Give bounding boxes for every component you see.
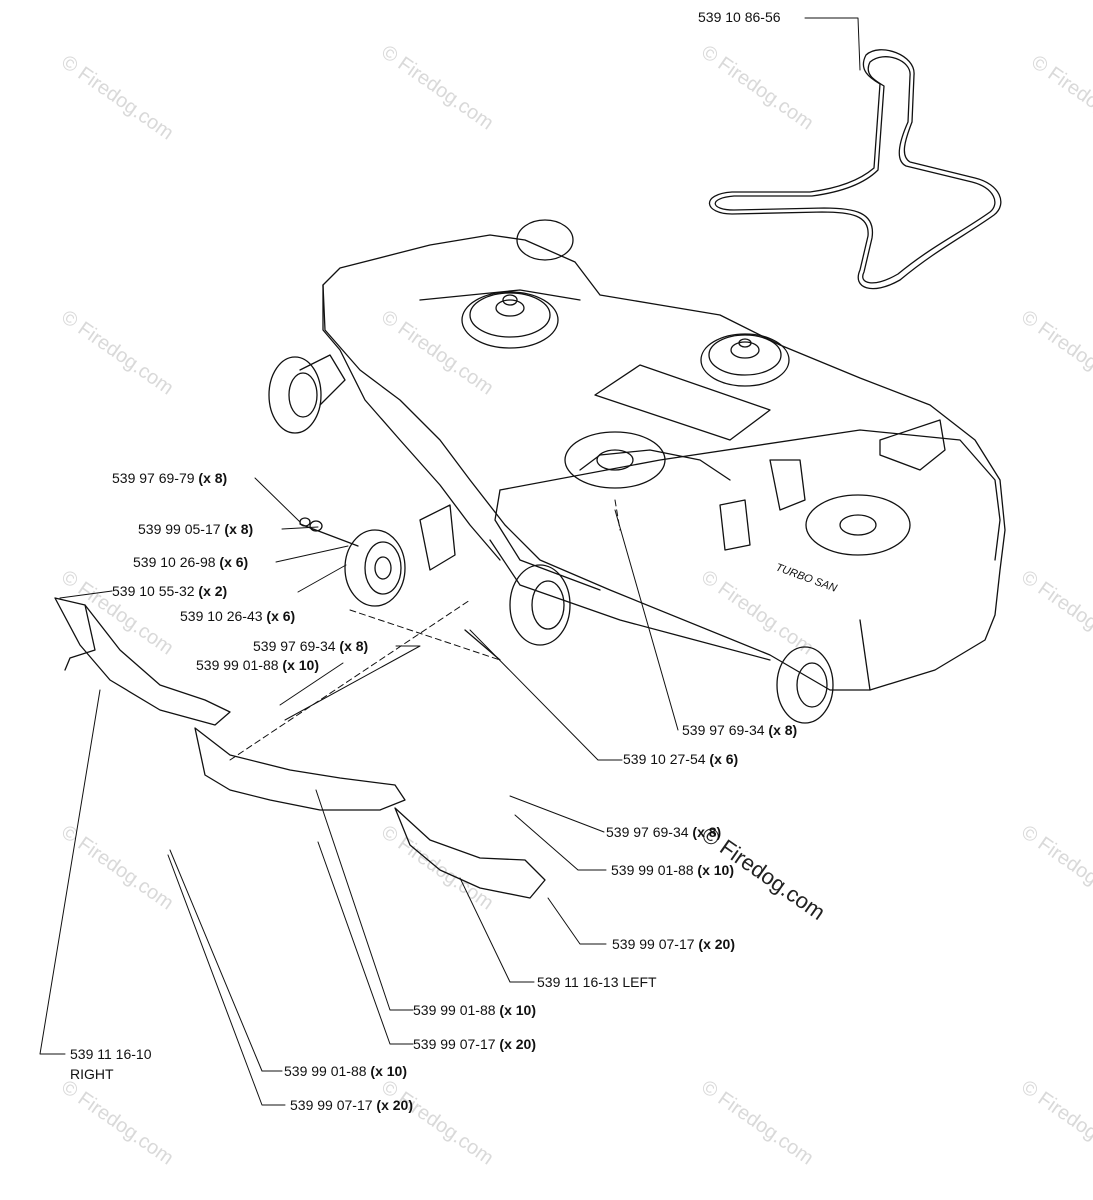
watermark-text: © Firedog.com — [697, 1076, 817, 1169]
wheel-front-left — [509, 564, 571, 646]
part-qty: (x 6) — [709, 751, 739, 767]
part-qty: (x 8) — [768, 722, 798, 738]
part-qty: (x 10) — [370, 1063, 407, 1079]
part-qty: (x 8) — [224, 521, 254, 537]
part-number: 539 99 01-88 — [284, 1063, 367, 1079]
watermark-text: © Firedog.com — [1017, 566, 1093, 659]
callout-belt: 539 10 86-56 — [698, 9, 781, 25]
part-qty: (x 2) — [198, 583, 228, 599]
part-qty: (x 10) — [499, 1002, 536, 1018]
part-qty: (x 20) — [376, 1097, 413, 1113]
part-number: 539 99 01-88 — [413, 1002, 496, 1018]
spindle-plate-left — [564, 431, 666, 489]
assembly-guides — [229, 499, 621, 761]
part-number: 539 97 69-34 — [682, 722, 765, 738]
part-qty: (x 10) — [282, 657, 319, 673]
watermark-text: © Firedog.com — [57, 1076, 177, 1169]
callout-nut-b: 539 97 69-34 (x 8) — [253, 638, 368, 654]
watermark-text: © Firedog.com — [57, 821, 177, 914]
part-qty: (x 6) — [266, 608, 296, 624]
callout-left-shield: 539 11 16-13 LEFT — [537, 974, 657, 990]
pulley-right — [700, 333, 790, 387]
drive-belt — [708, 49, 1002, 290]
wheel-exploded — [299, 517, 406, 607]
watermark-text: © Firedog.com — [57, 306, 177, 399]
pulley-left — [461, 291, 559, 349]
part-number: 539 10 26-43 — [180, 608, 263, 624]
part-number: 539 99 07-17 — [290, 1097, 373, 1113]
callout-washer-b: 539 99 01-88 (x 10) — [196, 657, 319, 673]
callout-washer-f: 539 99 01-88 (x 10) — [284, 1063, 407, 1079]
part-qty: (x 8) — [198, 470, 228, 486]
callout-washer-d: 539 99 01-88 (x 10) — [611, 862, 734, 878]
watermark-text: © Firedog.com — [377, 306, 497, 399]
mower-deck — [322, 234, 1006, 691]
wheel-front-right — [776, 646, 834, 724]
watermark-text: © Firedog.com — [57, 51, 177, 144]
watermark-grid: © Firedog.com © Firedog.com © Firedog.co… — [57, 41, 1093, 1169]
callout-washer-e: 539 99 01-88 (x 10) — [413, 1002, 536, 1018]
deck-bracket — [879, 419, 946, 471]
part-number: 539 10 27-54 — [623, 751, 706, 767]
part-number: 539 99 07-17 — [612, 936, 695, 952]
part-number: 539 99 01-88 — [196, 657, 279, 673]
part-number: 539 97 69-79 — [112, 470, 195, 486]
part-qty: (x 8) — [692, 824, 722, 840]
wheel-rear-mid — [516, 219, 574, 261]
part-number: 539 10 55-32 — [112, 583, 195, 599]
callout-right-shield: 539 11 16-10 RIGHT — [70, 1046, 151, 1082]
callout-screw-f: 539 99 07-17 (x 20) — [290, 1097, 413, 1113]
part-qty: (x 20) — [499, 1036, 536, 1052]
part-number: 539 11 16-10 — [70, 1046, 152, 1062]
part-number: 539 97 69-34 — [253, 638, 336, 654]
shield-left — [394, 807, 546, 899]
callout-bolt-a: 539 10 26-98 (x 6) — [133, 554, 248, 570]
part-side-label: RIGHT — [70, 1066, 114, 1082]
leader-lines — [39, 17, 861, 1106]
part-number: 539 10 26-98 — [133, 554, 216, 570]
watermark-text: © Firedog.com — [1027, 51, 1093, 144]
wheel-rear-left — [268, 356, 322, 434]
part-number: 539 11 16-13 LEFT — [537, 974, 657, 990]
part-number: 539 10 86-56 — [698, 9, 781, 25]
callout-nut-d: 539 97 69-34 (x 8) — [606, 824, 721, 840]
part-number: 539 99 05-17 — [138, 521, 221, 537]
deck-brand-decal: TURBO SAN — [774, 562, 838, 595]
callout-screw-d: 539 99 07-17 (x 20) — [612, 936, 735, 952]
watermark-text: © Firedog.com — [1017, 821, 1093, 914]
shield-right — [54, 597, 231, 726]
watermark-text: © Firedog.com — [1017, 1076, 1093, 1169]
spindle-plate-right — [805, 494, 911, 556]
part-number: 539 97 69-34 — [606, 824, 689, 840]
callout-nut-a: 539 97 69-79 (x 8) — [112, 470, 227, 486]
part-qty: (x 10) — [697, 862, 734, 878]
part-number: 539 99 01-88 — [611, 862, 694, 878]
watermark-text: © Firedog.com — [697, 41, 817, 134]
watermark-text: © Firedog.com — [1017, 306, 1093, 399]
callout-bracket: 539 10 55-32 (x 2) — [112, 583, 227, 599]
callout-nut-c: 539 97 69-34 (x 8) — [682, 722, 797, 738]
part-number: 539 99 07-17 — [413, 1036, 496, 1052]
callout-screw-e: 539 99 07-17 (x 20) — [413, 1036, 536, 1052]
callout-bolt-b: 539 10 27-54 (x 6) — [623, 751, 738, 767]
part-qty: (x 20) — [698, 936, 735, 952]
callout-wheel: 539 10 26-43 (x 6) — [180, 608, 295, 624]
idler-plate — [594, 364, 771, 441]
part-qty: (x 6) — [219, 554, 249, 570]
shield-center — [194, 727, 406, 811]
callout-washer-a: 539 99 05-17 (x 8) — [138, 521, 253, 537]
part-qty: (x 8) — [339, 638, 369, 654]
watermark-text: © Firedog.com — [377, 41, 497, 134]
watermark-text: © Firedog.com — [377, 1076, 497, 1169]
